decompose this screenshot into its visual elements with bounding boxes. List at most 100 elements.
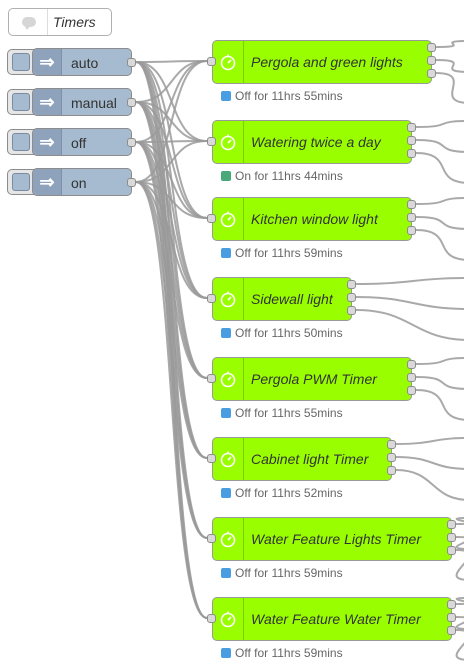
wire-inject-to-timer[interactable] [135, 60, 208, 63]
comment-node-timers[interactable]: Timers [8, 8, 112, 36]
input-port[interactable] [207, 614, 216, 623]
wire-inject-to-timer[interactable] [135, 101, 208, 619]
wire-inject-to-timer[interactable] [135, 101, 208, 142]
input-port[interactable] [207, 374, 216, 383]
wire-timer-output[interactable] [435, 40, 464, 48]
output-port[interactable] [407, 226, 416, 235]
output-port[interactable] [407, 123, 416, 132]
wire-inject-to-timer[interactable] [135, 141, 208, 539]
output-port[interactable] [127, 138, 136, 147]
output-port[interactable] [127, 58, 136, 67]
wire-timer-output[interactable] [395, 437, 464, 445]
input-port[interactable] [207, 534, 216, 543]
timer-node[interactable]: Cabinet light Timer [212, 437, 392, 481]
timer-node[interactable]: Watering twice a day [212, 120, 412, 164]
wire-timer-output[interactable] [415, 229, 464, 261]
output-port[interactable] [387, 466, 396, 475]
wire-inject-to-timer[interactable] [135, 141, 208, 459]
inject-node[interactable]: ⇒manual [32, 88, 132, 116]
inject-node[interactable]: ⇒on [32, 168, 132, 196]
wire-timer-output[interactable] [455, 549, 464, 581]
wire-inject-to-timer[interactable] [135, 101, 208, 219]
wire-inject-to-timer[interactable] [135, 101, 208, 539]
wire-inject-to-timer[interactable] [135, 60, 208, 183]
output-port[interactable] [447, 520, 456, 529]
output-port[interactable] [407, 360, 416, 369]
wire-inject-to-timer[interactable] [135, 101, 208, 379]
output-port[interactable] [407, 149, 416, 158]
output-port[interactable] [447, 546, 456, 555]
output-port[interactable] [347, 293, 356, 302]
inject-button-1[interactable] [7, 89, 35, 115]
wire-timer-output[interactable] [415, 197, 464, 205]
output-port[interactable] [427, 69, 436, 78]
timer-node[interactable]: Pergola and green lights [212, 40, 432, 84]
wire-inject-to-timer[interactable] [135, 141, 208, 219]
wire-inject-to-timer[interactable] [135, 60, 208, 103]
inject-node[interactable]: ⇒off [32, 128, 132, 156]
wire-timer-output[interactable] [455, 629, 464, 661]
output-port[interactable] [407, 136, 416, 145]
inject-trigger[interactable] [12, 93, 30, 111]
output-port[interactable] [407, 200, 416, 209]
inject-button-0[interactable] [7, 49, 35, 75]
inject-button-3[interactable] [7, 169, 35, 195]
inject-trigger[interactable] [12, 173, 30, 191]
output-port[interactable] [407, 213, 416, 222]
wire-inject-to-timer[interactable] [135, 61, 208, 459]
wire-timer-output[interactable] [415, 152, 464, 184]
timer-node[interactable]: Sidewall light [212, 277, 352, 321]
output-port[interactable] [347, 306, 356, 315]
wire-inject-to-timer[interactable] [135, 141, 208, 379]
timer-node[interactable]: Pergola PWM Timer [212, 357, 412, 401]
output-port[interactable] [447, 626, 456, 635]
wire-inject-to-timer[interactable] [135, 61, 208, 539]
wire-timer-output[interactable] [415, 216, 464, 230]
wire-timer-output[interactable] [395, 469, 464, 501]
wire-timer-output[interactable] [415, 120, 464, 128]
wire-inject-to-timer[interactable] [135, 181, 208, 539]
wire-inject-to-timer[interactable] [135, 61, 208, 142]
output-port[interactable] [387, 453, 396, 462]
wire-inject-to-timer[interactable] [135, 181, 208, 299]
wire-inject-to-timer[interactable] [135, 61, 208, 219]
wire-inject-to-timer[interactable] [135, 101, 208, 299]
timer-node[interactable]: Kitchen window light [212, 197, 412, 241]
wire-inject-to-timer[interactable] [135, 101, 208, 459]
wire-inject-to-timer[interactable] [135, 61, 208, 619]
wire-timer-output[interactable] [355, 277, 464, 285]
wire-inject-to-timer[interactable] [135, 141, 208, 299]
wire-timer-output[interactable] [355, 309, 464, 341]
inject-node[interactable]: ⇒auto [32, 48, 132, 76]
inject-trigger[interactable] [12, 133, 30, 151]
output-port[interactable] [127, 98, 136, 107]
output-port[interactable] [347, 280, 356, 289]
timer-node[interactable]: Water Feature Water Timer [212, 597, 452, 641]
wire-timer-output[interactable] [415, 389, 464, 421]
wire-timer-output[interactable] [455, 517, 464, 525]
wire-timer-output[interactable] [395, 456, 464, 470]
wire-inject-to-timer[interactable] [135, 140, 208, 143]
wire-timer-output[interactable] [415, 376, 464, 390]
wire-inject-to-timer[interactable] [135, 140, 208, 183]
output-port[interactable] [387, 440, 396, 449]
wire-inject-to-timer[interactable] [135, 61, 208, 379]
output-port[interactable] [407, 386, 416, 395]
wire-inject-to-timer[interactable] [135, 181, 208, 219]
wire-timer-output[interactable] [455, 536, 464, 550]
output-port[interactable] [447, 613, 456, 622]
inject-button-2[interactable] [7, 129, 35, 155]
input-port[interactable] [207, 137, 216, 146]
input-port[interactable] [207, 57, 216, 66]
output-port[interactable] [127, 178, 136, 187]
input-port[interactable] [207, 294, 216, 303]
inject-trigger[interactable] [12, 53, 30, 71]
input-port[interactable] [207, 214, 216, 223]
wire-timer-output[interactable] [415, 357, 464, 365]
wire-timer-output[interactable] [355, 296, 464, 310]
input-port[interactable] [207, 454, 216, 463]
wire-inject-to-timer[interactable] [135, 181, 208, 619]
output-port[interactable] [447, 533, 456, 542]
wire-inject-to-timer[interactable] [135, 60, 208, 143]
wire-inject-to-timer[interactable] [135, 61, 208, 299]
